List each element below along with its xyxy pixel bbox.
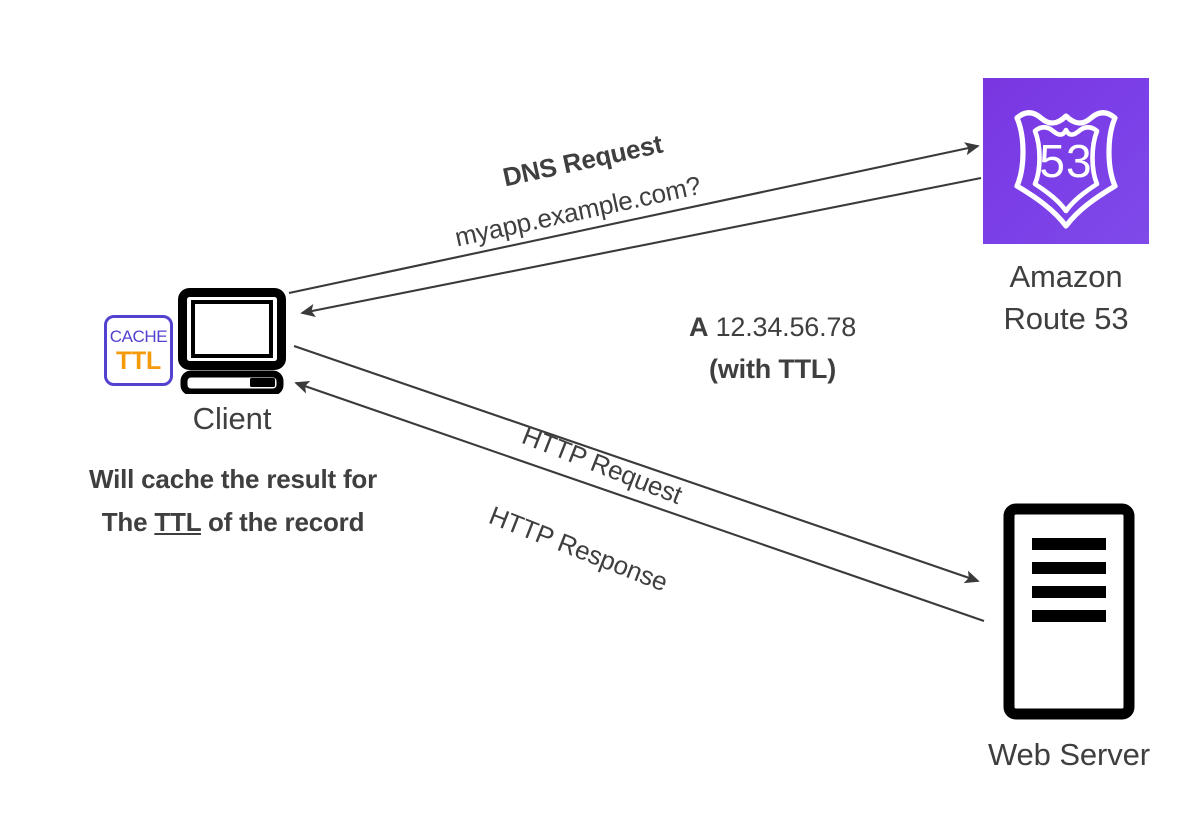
client-caption-ttl-underlined: TTL [154,507,201,537]
edge-label-dns-response: A 12.34.56.78 (with TTL) [689,306,856,390]
cache-badge-ttl-value: TTL [116,346,161,375]
edge-label-http-response: HTTP Response [485,500,672,598]
edge-label-http-request: HTTP Request [518,420,687,510]
svg-text:53: 53 [1039,135,1092,187]
node-client[interactable]: Client Will cache the result for The TTL… [89,288,377,537]
node-client-label: Client [192,401,272,436]
desktop-computer-icon [178,288,286,396]
cache-ttl-badge: CACHE TTL [104,315,173,386]
dns-response-ip-address: 12.34.56.78 [708,312,857,342]
node-web-server-label: Web Server [987,737,1151,772]
node-route-53-label: Amazon Route 53 [1003,259,1129,336]
aws-route53-shield-icon: 53 [983,78,1149,244]
client-cache-caption: Will cache the result for The TTL of the… [38,458,428,544]
cache-badge-title: CACHE [109,326,168,346]
client-caption-line-2-prefix: The [101,507,155,537]
node-amazon-route-53[interactable]: 53 Amazon Route 53 [983,78,1149,336]
edge-label-dns-query-name: myapp.example.com? [452,170,704,253]
dns-response-record-type: A [689,312,709,342]
server-tower-icon [1003,503,1135,720]
client-caption-line-1: Will cache the result for [88,464,378,494]
client-caption-line-2-suffix: of the record [200,507,365,537]
dns-response-ttl-note: (with TTL) [709,354,836,384]
edge-dns-request-line [288,142,980,295]
node-web-server[interactable]: Web Server [988,503,1150,772]
